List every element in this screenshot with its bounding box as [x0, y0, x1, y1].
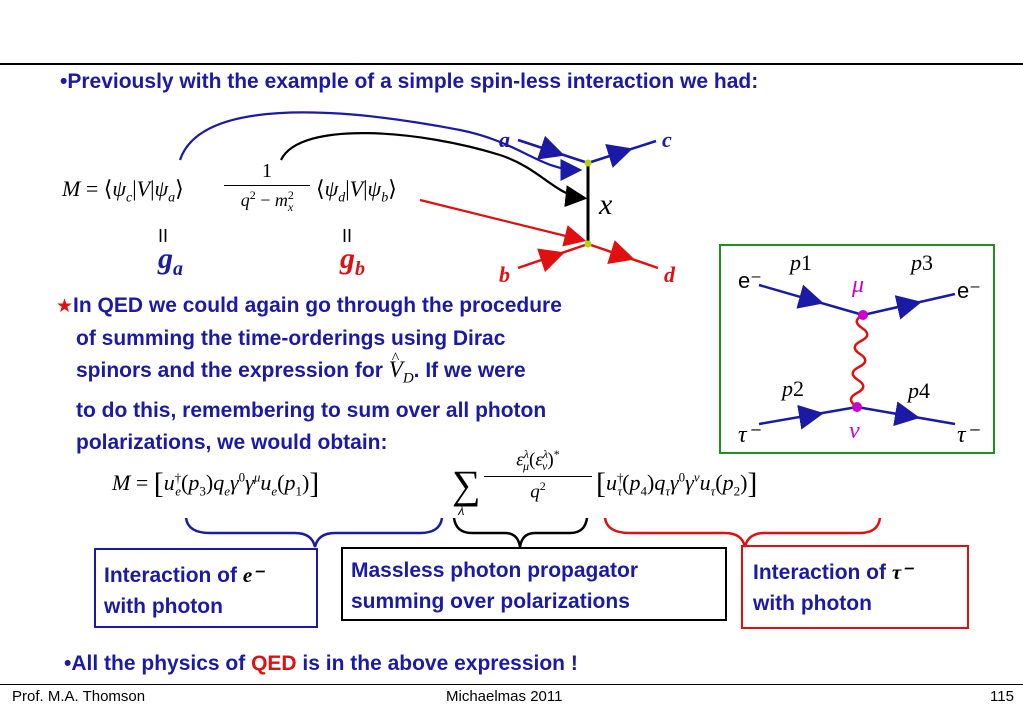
tau-interaction-box: Interaction of τ⁻ with photon [741, 545, 969, 629]
qed-line-4: to do this, remembering to sum over all … [76, 399, 547, 423]
footer-term: Michaelmas 2011 [446, 688, 563, 705]
electron-interaction-box: Interaction of e⁻ with photon [94, 548, 318, 628]
feynman-e-right: e⁻ [957, 278, 981, 303]
feynman-p4: p4 [908, 378, 930, 403]
connector-black-curve [280, 132, 588, 208]
coupling-ga: ga [158, 242, 183, 280]
label-d: d [664, 262, 675, 287]
feynman-nu: ν [849, 418, 860, 444]
qed-line-2: of summing the time-orderings using Dira… [76, 326, 506, 350]
feynman-diagram-frame [719, 244, 995, 454]
qed-paragraph: ★In QED we could again go through the pr… [56, 290, 716, 458]
footer-author: Prof. M.A. Thomson [12, 688, 146, 705]
scalar-matrix-element: M = ⟨ψc|V|ψa⟩ 1 q2 − m2x ⟨ψd|V|ψb⟩ [62, 160, 397, 214]
bullet-icon: • [60, 70, 68, 93]
coupling-gb: gb [340, 242, 365, 280]
photon-propagator [849, 313, 869, 409]
vd-operator: ^VD [388, 350, 414, 387]
feynman-p1: p1 [790, 250, 812, 275]
label-x: x [599, 188, 613, 221]
bullet-physics: •All the physics of QED is in the above … [64, 652, 578, 675]
scalar-exchange-diagram [178, 111, 659, 273]
qed-line-1: ★In QED we could again go through the pr… [56, 294, 562, 317]
qed-highlight: QED [251, 652, 297, 675]
bullet-previous: •Previously with the example of a simple… [60, 70, 758, 93]
feynman-diagram [758, 283, 956, 430]
connector-blue-curve [178, 111, 583, 181]
label-c: c [662, 127, 672, 152]
equals-mark-a: II [158, 226, 169, 246]
star-icon: ★ [56, 295, 74, 317]
propagator-box: Massless photon propagator summing over … [341, 547, 727, 621]
bottom-rule [0, 684, 1023, 685]
feynman-mu: μ [852, 272, 865, 298]
bullet-previous-text: Previously with the example of a simple … [67, 70, 759, 93]
label-a: a [499, 127, 510, 152]
tau-particle: τ⁻ [891, 560, 913, 584]
connector-red-line [419, 198, 587, 247]
feynman-p3: p3 [911, 250, 933, 275]
brace-electron [184, 517, 444, 548]
feynman-tau-left: τ⁻ [738, 422, 760, 448]
feynman-p2: p2 [782, 376, 804, 401]
brace-tau [603, 517, 882, 548]
qed-matrix-element: M = [u†e(p3)qeγ0γμue(p1)] ∑ λ ελμ(ελν)* … [112, 447, 758, 519]
label-b: b [499, 262, 510, 287]
equals-mark-b: II [342, 226, 353, 246]
feynman-e-left: e⁻ [738, 268, 762, 293]
electron-particle: e⁻ [242, 563, 264, 587]
footer-page: 115 [990, 688, 1014, 705]
qed-line-5: polarizations, we would obtain: [76, 430, 388, 454]
brace-propagator [452, 517, 589, 548]
feynman-tau-right: τ⁻ [957, 422, 979, 448]
qed-line-3: spinors and the expression for ^VD. If w… [76, 350, 526, 387]
top-rule [0, 63, 1023, 65]
vertex-bottom [584, 240, 592, 248]
vertex-top [584, 159, 592, 167]
